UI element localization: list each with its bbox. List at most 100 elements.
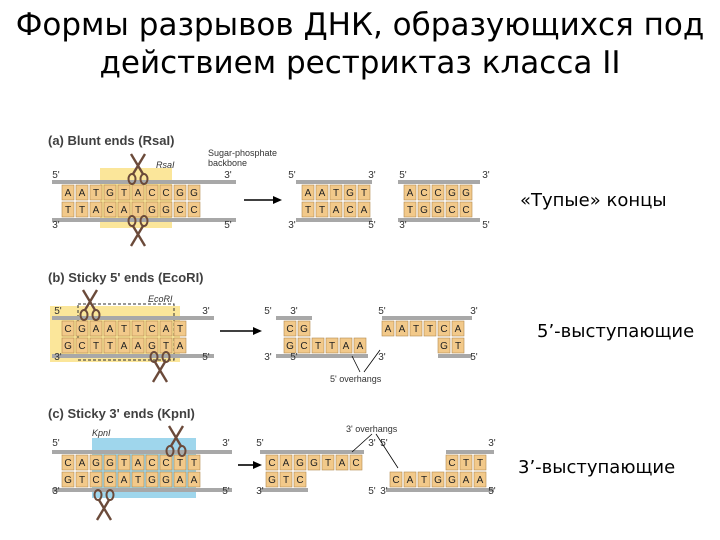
panel-a-top-base-2 [89,184,103,201]
enzyme-label-rsai: RsaI [156,160,175,170]
panel-a-frag2-top-base-3-letter: G [448,188,456,199]
panel-b-end-lt: 5' [54,306,62,317]
panel-c-top-base-3 [103,454,117,471]
panel-c-frag2-bottom-base-1-letter: A [407,475,414,486]
panel-a-frag1-bottom-base-0-letter: T [305,205,311,216]
panel-c-bottom-base-1 [75,471,89,488]
panel-b-bottom-base-1 [75,337,89,354]
panel-c-frag1-top-base-4-letter: T [325,458,331,469]
panel-c-frag1-top-base-2 [293,454,307,471]
panel-a-backbone-bottom [52,218,236,222]
panel-c-top-base-4 [117,454,131,471]
panel-a-bottom-base-1 [75,201,89,218]
panel-a-frag1-end-lt: 5' [288,170,296,181]
panel-b-frag2-bottom-base-0 [437,337,451,354]
panel-c-backbone-bottom [52,488,232,492]
panel-c-top-base-0-letter: C [64,458,71,469]
panel-a-bottom-base-7 [159,201,173,218]
panel-c-top-base-3-letter: G [106,458,114,469]
panel-c-top-base-8-letter: T [177,458,183,469]
panel-a-frag2-end-lt: 5' [399,170,407,181]
panel-b-top-base-6 [145,320,159,337]
panel-a-top-base-7 [159,184,173,201]
panel-c-bottom-base-3 [103,471,117,488]
panel-b-frag1-bottom-base-1-letter: C [300,341,307,352]
panel-c-top-base-5-letter: A [135,458,142,469]
panel-a-frag1-bottom-base-3 [343,201,357,218]
panel-a-frag2-top-base-2 [431,184,445,201]
panel-a-bottom-base-6-letter: G [148,205,156,216]
panel-a-frag1-bottom-base-1-letter: T [319,205,325,216]
label-blunt-ends: «Тупые» концы [520,190,667,211]
panel-b-frag2-top-base-0-letter: A [385,324,392,335]
panel-b-bottom-base-8-letter: A [177,341,184,352]
panel-a-bottom-base-4 [117,201,131,218]
label-3prime-overhang: 3’-выступающие [518,457,676,478]
panel-b-bottom-base-4-letter: A [121,341,128,352]
panel-b-bottom-base-1-letter: C [78,341,85,352]
panel-a-bottom-base-9-letter: C [190,205,197,216]
scissors-b-bottom [149,351,171,383]
panel-c-top-base-0 [61,454,75,471]
panel-a-frag1-bottom-base-4-letter: A [361,205,368,216]
panel-b-frag1-bottom-base-5-letter: A [357,341,364,352]
panel-a-frag1-top-base-2-letter: T [333,188,339,199]
panel-a-frag1-bb-top [296,180,372,184]
panel-a-frag2-bottom-base-3 [445,201,459,218]
panel-a-top-base-3-letter: G [106,188,114,199]
panel-c-frag2-top-base-0 [445,454,459,471]
panel-b-frag1-top-base-0-letter: C [286,324,293,335]
panel-b-frag1-bottom-base-4-letter: A [343,341,350,352]
panel-b-frag1-bottom-base-3-letter: T [329,341,335,352]
panel-a-frag2-end-rt: 3' [482,170,490,181]
panel-a-top-base-7-letter: C [162,188,169,199]
panel-a-frag2-bottom-base-3-letter: C [448,205,455,216]
panel-c-frag1-top-base-1-letter: A [283,458,290,469]
panel-c-bottom-base-4 [117,471,131,488]
panel-b-bottom-base-3 [103,337,117,354]
panel-a-bottom-base-6 [145,201,159,218]
backbone-note: Sugar-phosphate backbone [208,148,278,168]
panel-a-frag1-bottom-base-0 [301,201,315,218]
panel-c-frag2-bottom-base-4 [445,471,459,488]
panel-a-bottom-base-0-letter: T [65,205,71,216]
panel-a-frag2-top-base-0-letter: A [407,188,414,199]
panel-a-frag1-bottom-base-3-letter: C [346,205,353,216]
panel-b-frag2-bb-top [382,316,472,320]
panel-b-frag2-bottom-base-1-letter: T [455,341,461,352]
panel-c-frag1-bottom-base-2-letter: C [296,475,303,486]
enzyme-label-ecori: EcoRI [148,294,173,304]
panel-a-bottom-base-8 [173,201,187,218]
panel-b-frag1-bottom-base-2-letter: T [315,341,321,352]
panel-b-frag2-top-base-1 [395,320,409,337]
panel-a-header: (a) Blunt ends (RsaI) [48,133,175,148]
panel-b-frag1-top-base-1 [297,320,311,337]
panel-b-frag1-bottom-base-1 [297,337,311,354]
panel-a-end-rt: 3' [224,170,232,181]
panel-a-top-base-1-letter: A [79,188,86,199]
panel-a-frag2-bottom-base-1-letter: G [420,205,428,216]
scissors-b-top [79,289,101,321]
panel-c-bottom-base-6 [145,471,159,488]
panel-c-frag2-bottom-base-4-letter: G [448,475,456,486]
panel-b-top-base-1-letter: G [78,324,86,335]
scissors-a-bottom [127,215,149,247]
panel-a-end-lb: 3' [52,220,60,231]
panel-a-frag2-end-rb: 5' [482,220,490,231]
panel-c-frag1-top-base-0 [265,454,279,471]
panel-b-top-base-4-letter: T [121,324,127,335]
slide-title-line2: действием рестриктаз класса II [99,45,621,81]
panel-a-frag1-bottom-base-1 [315,201,329,218]
label-5prime-overhang: 5’-выступающие [537,321,695,342]
panel-c-frag1-bb-top [260,450,364,454]
panel-b-bottom-base-3-letter: T [107,341,113,352]
panel-c-top-base-6-letter: C [148,458,155,469]
panel-a-end-rb: 5' [224,220,232,231]
panel-a-frag2-top-base-4 [459,184,473,201]
panel-c-bottom-base-7 [159,471,173,488]
panel-c-frag2-bottom-base-1 [403,471,417,488]
panel-c-frag1-top-base-2-letter: G [296,458,304,469]
panel-b-frag2-top-base-0 [381,320,395,337]
panel-a-top-base-9 [187,184,201,201]
panel-c-frag1-bottom-base-1-letter: T [283,475,289,486]
